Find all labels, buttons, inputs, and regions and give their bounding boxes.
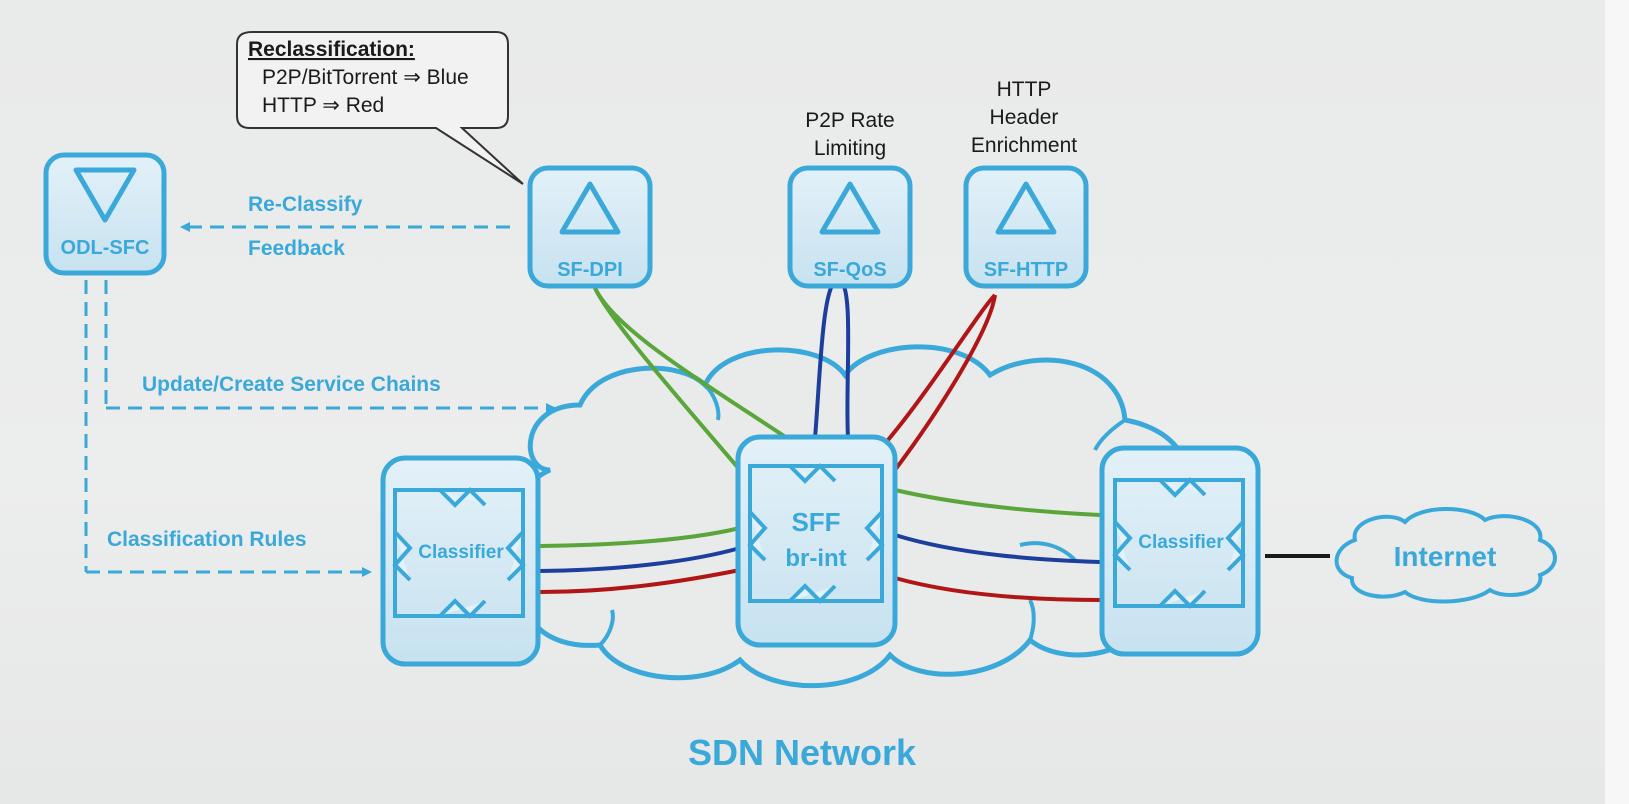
sf-qos-label: SF-QoS xyxy=(813,259,886,281)
chain-blue-left xyxy=(539,546,741,573)
cloud-inner-arc xyxy=(1093,418,1127,451)
sf-dpi-node[interactable]: SF-DPI xyxy=(527,165,653,289)
classifier-right-label: Classifier xyxy=(1138,532,1224,553)
sff-node[interactable]: SFF br-int xyxy=(735,434,898,648)
sf-http-caption-line3: Enrichment xyxy=(971,134,1077,157)
reclassify-label-line1: Re-Classify xyxy=(248,193,363,216)
chain-blue-right xyxy=(894,533,1101,564)
chain-green-right xyxy=(894,488,1101,517)
sf-http-caption-line2: Header xyxy=(990,106,1059,129)
triangle-icon xyxy=(559,181,621,235)
sf-qos-caption-line1: P2P Rate xyxy=(805,109,895,132)
callout-line1: P2P/BitTorrent ⇒ Blue xyxy=(262,66,469,89)
classifier-left-label: Classifier xyxy=(418,542,504,563)
chain-green-left xyxy=(539,526,741,548)
internet-cloud xyxy=(1334,507,1557,604)
chain-red-http-loop-a xyxy=(886,293,997,442)
cloud-inner-arc xyxy=(1019,541,1077,562)
sf-dpi-label: SF-DPI xyxy=(557,259,623,281)
cloud-inner-arc xyxy=(598,609,615,647)
chain-green-dpi-loop-b xyxy=(593,287,742,472)
sf-qos-caption-line2: Limiting xyxy=(814,137,886,160)
chain-red-right xyxy=(894,576,1101,602)
internet-label: Internet xyxy=(1394,541,1497,572)
inverted-triangle-icon xyxy=(73,167,137,223)
sf-qos-node[interactable]: SF-QoS xyxy=(787,165,913,289)
sf-http-caption-line1: HTTP xyxy=(997,78,1052,101)
sf-http-node[interactable]: SF-HTTP xyxy=(963,165,1089,289)
sdn-network-label: SDN Network xyxy=(688,732,917,773)
sf-http-label: SF-HTTP xyxy=(984,259,1068,281)
classification-rules-label: Classification Rules xyxy=(107,528,307,551)
cloud-inner-arc xyxy=(1028,599,1036,641)
right-edge-panel xyxy=(1605,0,1629,804)
triangle-icon xyxy=(819,181,881,235)
reclassification-callout: Reclassification: P2P/BitTorrent ⇒ Blue … xyxy=(236,31,524,185)
odl-sfc-label: ODL-SFC xyxy=(61,237,150,259)
classifier-right-node[interactable]: Classifier xyxy=(1099,445,1261,657)
classifier-left-node[interactable]: Classifier xyxy=(380,455,541,667)
sff-label-line1: SFF xyxy=(791,507,840,537)
reclassify-label-line2: Feedback xyxy=(248,237,345,260)
callout-line2: HTTP ⇒ Red xyxy=(262,94,384,117)
update-chains-label: Update/Create Service Chains xyxy=(142,373,441,396)
odl-sfc-node[interactable]: ODL-SFC xyxy=(43,152,167,276)
chain-red-left xyxy=(539,568,741,594)
callout-title: Reclassification: xyxy=(248,38,415,61)
sff-label-line2: br-int xyxy=(785,545,846,572)
triangle-icon xyxy=(995,181,1057,235)
chain-red-http-loop-b xyxy=(893,294,997,472)
